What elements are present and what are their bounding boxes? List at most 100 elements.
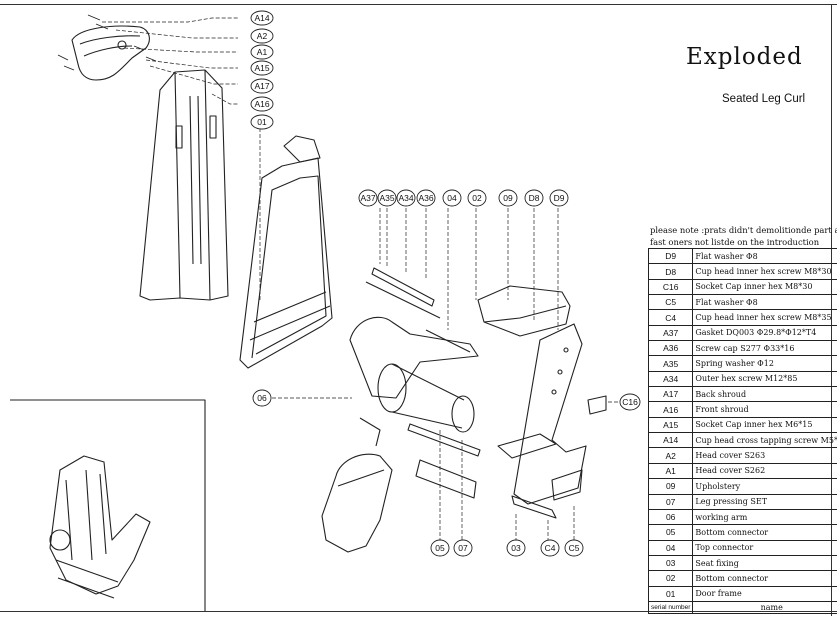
connector-bars <box>365 267 481 499</box>
part-code: 01 <box>647 585 694 602</box>
parts-note: please note :prats didn't demolitionde p… <box>650 224 837 248</box>
part-name: Gasket DQ003 Φ29.8*Φ12*T4 <box>692 324 837 342</box>
part-code: C5 <box>647 294 694 311</box>
part-code: C4 <box>647 309 694 326</box>
part-code: A2 <box>647 447 694 464</box>
part-code: A37 <box>647 324 694 342</box>
part-name: Socket Cap inner hex M8*30 <box>692 278 837 296</box>
part-name: Cup head inner hex screw M8*35 <box>692 309 837 326</box>
seat-pad <box>321 453 393 553</box>
part-name: Seat fixing <box>692 554 837 572</box>
callout-a14: A14 <box>254 13 269 23</box>
working-arm-part <box>349 316 479 447</box>
part-code: 07 <box>647 493 694 510</box>
part-name: Socket Cap inner hex M6*15 <box>692 416 837 434</box>
callout-a17: A17 <box>254 81 269 91</box>
part-name: Upholstery <box>692 478 837 495</box>
part-name: Flat washer Φ8 <box>692 294 837 311</box>
table-row: 09Upholstery1 <box>647 478 837 495</box>
part-name: Front shroud <box>692 401 837 418</box>
note-line: please note :prats didn't demolitionde p… <box>650 225 837 235</box>
head-cover-part <box>71 25 150 81</box>
part-name: Head cover S262 <box>692 462 837 480</box>
callout-a37: A37 <box>360 193 375 203</box>
callout-c5: C5 <box>569 543 580 553</box>
part-name: Screw cap S277 Φ33*16 <box>692 340 837 357</box>
callout-a1: A1 <box>257 47 268 57</box>
frame-border-top <box>0 4 837 5</box>
part-code: A17 <box>647 386 694 403</box>
callout-c4: C4 <box>545 543 556 553</box>
callout-04: 04 <box>447 193 457 203</box>
part-code: A34 <box>647 370 694 388</box>
part-name: Back shroud <box>692 386 837 403</box>
part-code: A1 <box>647 462 694 480</box>
part-code: A16 <box>647 401 694 418</box>
callout-01: 01 <box>257 117 267 127</box>
callout-a15: A15 <box>254 63 269 73</box>
part-name: Outer hex screw M12*85 <box>692 370 837 388</box>
shroud-part <box>139 69 229 301</box>
part-code: A15 <box>647 416 694 434</box>
part-name: Cup head inner hex screw M8*30 <box>692 263 837 280</box>
part-code: A35 <box>647 355 694 372</box>
part-code: C16 <box>647 278 694 296</box>
callout-02: 02 <box>472 193 482 203</box>
part-name: Bottom connector <box>692 524 837 541</box>
part-code: D9 <box>647 247 694 265</box>
part-name: Top connector <box>692 539 837 556</box>
part-code: 06 <box>647 508 694 526</box>
part-name: Bottom connector <box>692 570 837 587</box>
callout-a36: A36 <box>418 193 433 203</box>
part-code: 02 <box>647 570 694 587</box>
part-name: Door frame <box>692 585 837 602</box>
part-name: Head cover S263 <box>692 447 837 464</box>
part-name: Cup head cross tapping screw M5*16 <box>692 432 837 449</box>
callout-a2: A2 <box>257 31 268 41</box>
header-code: serial number <box>647 600 694 614</box>
callout-d9: D9 <box>554 193 565 203</box>
part-code: 03 <box>647 554 694 572</box>
part-code: A14 <box>647 432 694 449</box>
drawing-title: Exploded <box>686 44 803 70</box>
callout-a34: A34 <box>398 193 413 203</box>
header-name: name <box>692 600 837 614</box>
callout-07: 07 <box>458 543 468 553</box>
part-name: Leg pressing SET <box>692 493 837 510</box>
part-name: Flat washer Φ8 <box>692 247 837 265</box>
part-code: 04 <box>647 539 694 556</box>
part-name: working arm <box>692 508 837 526</box>
callout-06: 06 <box>257 393 267 403</box>
callout-09: 09 <box>503 193 513 203</box>
part-name: Spring washer Φ12 <box>692 355 837 372</box>
callout-05: 05 <box>435 543 445 553</box>
upholstery-pad <box>477 285 571 337</box>
thumbnail-box <box>10 399 206 611</box>
seat-fixing-part <box>497 323 607 519</box>
drawing-subtitle: Seated Leg Curl <box>722 93 806 105</box>
frame-border-bottom <box>0 611 837 612</box>
